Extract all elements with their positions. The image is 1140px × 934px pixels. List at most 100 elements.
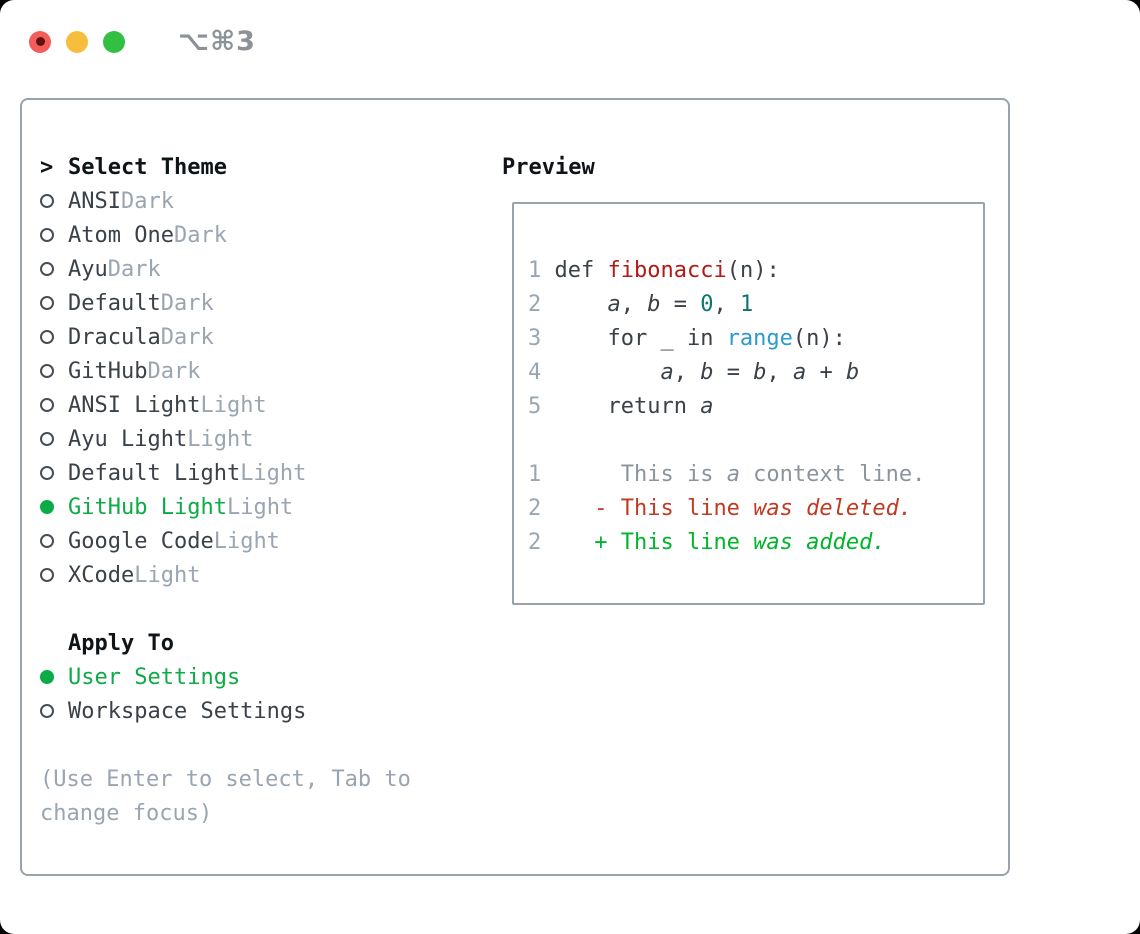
theme-variant: Dark <box>160 324 214 350</box>
theme-variant: Dark <box>147 358 201 384</box>
code-line: 4 a, b = b, a + b <box>528 356 983 390</box>
theme-variant: Light <box>213 528 280 554</box>
close-dot-icon <box>35 37 45 46</box>
theme-option-xcode[interactable]: XCode Light <box>40 558 411 592</box>
theme-name: Default Light <box>68 460 241 486</box>
theme-option-dracula[interactable]: Dracula Dark <box>40 320 411 354</box>
code-token: b <box>647 292 661 317</box>
radio-unselected-icon <box>40 432 54 446</box>
code-token: a <box>700 394 714 419</box>
code-token: a <box>726 462 740 487</box>
code-token: a <box>607 292 621 317</box>
line-number: 1 <box>528 462 542 487</box>
minimize-button[interactable] <box>66 30 88 53</box>
code-token: context line. <box>739 462 926 487</box>
theme-name: Ayu Light <box>68 426 188 452</box>
theme-name: ANSI <box>68 188 121 214</box>
theme-variant: Light <box>200 392 267 418</box>
line-number: 2 <box>528 292 542 317</box>
line-number: 1 <box>528 258 542 283</box>
apply-option-workspace-settings[interactable]: Workspace Settings <box>40 694 411 728</box>
code-token: - This line <box>554 496 754 521</box>
code-token: (n): <box>726 258 780 283</box>
code-token: was added. <box>753 530 886 555</box>
code-token: This is <box>554 462 727 487</box>
theme-variant: Dark <box>107 256 161 282</box>
hint-line: change focus) <box>40 800 213 826</box>
theme-variant: Dark <box>160 290 214 316</box>
window-titlebar: ⌥⌘3 <box>29 26 256 57</box>
code-token: + This line <box>554 530 754 555</box>
close-button[interactable] <box>29 30 51 53</box>
theme-variant: Light <box>134 562 201 588</box>
code-line: 3 for _ in range(n): <box>528 322 983 356</box>
code-token: was deleted. <box>753 496 913 521</box>
theme-variant: Light <box>187 426 254 452</box>
theme-variant: Dark <box>120 188 174 214</box>
preview-header: Preview <box>502 154 595 180</box>
radio-unselected-icon <box>40 194 54 208</box>
line-number: 2 <box>528 530 542 555</box>
code-token: fibonacci <box>607 258 727 283</box>
theme-name: ANSI Light <box>68 392 201 418</box>
theme-option-github-light[interactable]: GitHub Light Light <box>40 490 411 524</box>
code-token: (n): <box>792 326 846 351</box>
code-token: a <box>660 360 674 385</box>
theme-variant: Dark <box>173 222 227 248</box>
code-token: = <box>660 292 701 317</box>
line-number: 4 <box>528 360 542 385</box>
code-token: range <box>726 326 793 351</box>
hint-line: (Use Enter to select, Tab to <box>40 766 411 792</box>
theme-option-atom-one[interactable]: Atom One Dark <box>40 218 411 252</box>
code-token: for _ in <box>554 326 727 351</box>
radio-unselected-icon <box>40 398 54 412</box>
theme-option-github[interactable]: GitHub Dark <box>40 354 411 388</box>
code-token: , <box>620 292 648 317</box>
code-line: 1 def fibonacci(n): <box>528 254 983 288</box>
theme-name: Atom One <box>68 222 174 248</box>
code-token: b <box>845 360 860 385</box>
zoom-button[interactable] <box>103 30 125 53</box>
code-line: 2 + This line was added. <box>528 526 983 560</box>
theme-variant: Light <box>240 460 307 486</box>
theme-option-google-code[interactable]: Google Code Light <box>40 524 411 558</box>
theme-option-default[interactable]: Default Dark <box>40 286 411 320</box>
code-line: 2 a, b = 0, 1 <box>528 288 983 322</box>
code-token: 1 <box>739 292 754 317</box>
theme-option-ansi-light[interactable]: ANSI Light Light <box>40 388 411 422</box>
code-line: 5 return a <box>528 390 983 424</box>
code-line <box>528 424 983 458</box>
theme-option-ayu-light[interactable]: Ayu Light Light <box>40 422 411 456</box>
radio-unselected-icon <box>40 704 54 718</box>
line-number: 3 <box>528 326 542 351</box>
theme-name: GitHub Light <box>68 494 227 520</box>
radio-selected-icon <box>40 670 54 684</box>
theme-option-ansi[interactable]: ANSI Dark <box>40 184 411 218</box>
theme-option-default-light[interactable]: Default Light Light <box>40 456 411 490</box>
line-number: 2 <box>528 496 542 521</box>
radio-unselected-icon <box>40 534 54 548</box>
apply-to-header: Apply To <box>40 626 411 660</box>
apply-to-header-label: Apply To <box>68 630 174 656</box>
code-token: , <box>673 360 701 385</box>
apply-option-user-settings[interactable]: User Settings <box>40 660 411 694</box>
code-token: b <box>753 360 767 385</box>
code-line: 2 - This line was deleted. <box>528 492 983 526</box>
radio-unselected-icon <box>40 330 54 344</box>
spacer <box>40 592 411 626</box>
theme-name: XCode <box>68 562 135 588</box>
theme-name: GitHub <box>68 358 148 384</box>
radio-unselected-icon <box>40 466 54 480</box>
cursor-icon: > <box>40 154 54 180</box>
radio-unselected-icon <box>40 262 54 276</box>
code-token: return <box>554 394 701 419</box>
theme-option-ayu[interactable]: Ayu Dark <box>40 252 411 286</box>
theme-name: Google Code <box>68 528 214 554</box>
code-token: = <box>713 360 754 385</box>
code-token: 0 <box>700 292 714 317</box>
theme-name: Ayu <box>68 256 108 282</box>
radio-unselected-icon <box>40 568 54 582</box>
